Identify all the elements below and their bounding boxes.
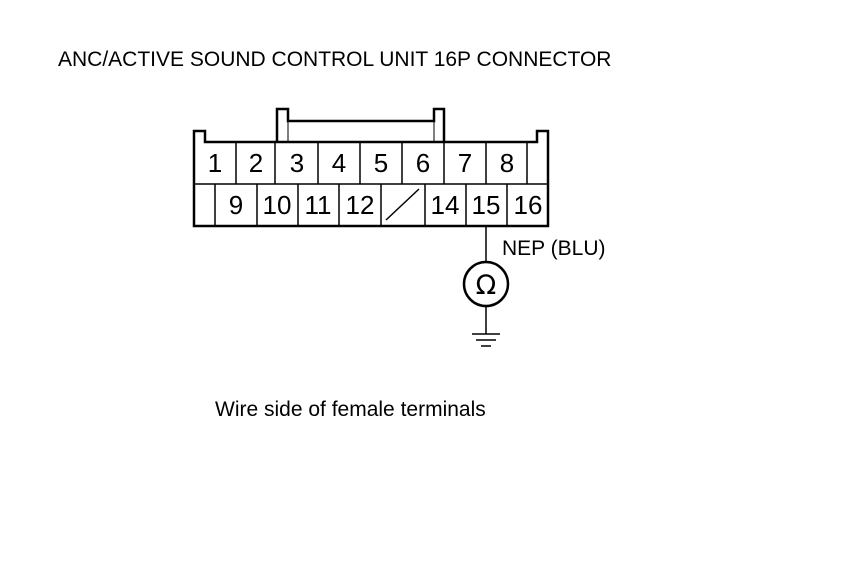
pin-9: 9 [229, 190, 243, 220]
pin-10: 10 [263, 190, 292, 220]
bottom-row-pins: 9 10 11 12 14 15 16 [229, 190, 543, 220]
ohmmeter-icon: Ω [462, 260, 510, 308]
pin-14: 14 [431, 190, 460, 220]
pin-2: 2 [249, 148, 263, 178]
pin-15: 15 [472, 190, 501, 220]
pin-1: 1 [208, 148, 222, 178]
pin-7: 7 [458, 148, 472, 178]
connector-housing [192, 107, 550, 228]
pin-6: 6 [416, 148, 430, 178]
diagram-caption: Wire side of female terminals [215, 398, 486, 421]
ground-icon [472, 306, 500, 347]
pin-11: 11 [305, 190, 332, 220]
ohm-symbol: Ω [476, 270, 497, 301]
wire-label: NEP (BLU) [502, 237, 605, 260]
locking-tab [275, 107, 446, 142]
pin-16: 16 [514, 190, 543, 220]
pin-4: 4 [332, 148, 346, 178]
pin-5: 5 [374, 148, 388, 178]
top-row-pins: 1 2 3 4 5 6 7 8 [208, 148, 514, 178]
connector-outline [192, 129, 550, 228]
empty-cavity-mark [385, 188, 420, 221]
pin-8: 8 [500, 148, 514, 178]
pin-3: 3 [290, 148, 304, 178]
pin-12: 12 [346, 190, 375, 220]
diagram-title: ANC/ACTIVE SOUND CONTROL UNIT 16P CONNEC… [58, 48, 611, 71]
